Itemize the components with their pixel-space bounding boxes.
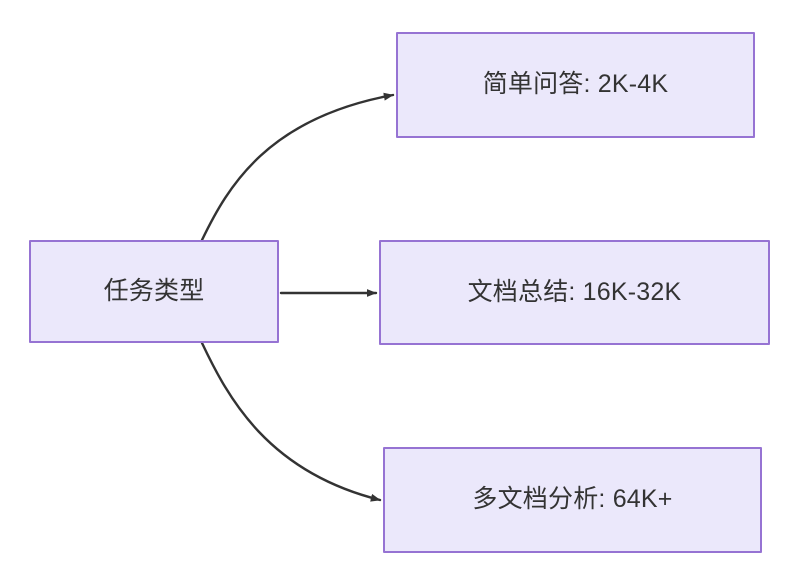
node-task-type-label: 任务类型 [103,276,205,305]
edge-root-to-multi [200,341,382,502]
node-multi-doc-analysis-label: 多文档分析: 64K+ [472,485,673,514]
node-simple-qa[interactable]: 简单问答: 2K-4K [396,32,755,138]
node-doc-summary-label: 文档总结: 16K-32K [467,277,682,306]
edge-root-to-qa [200,92,395,242]
node-doc-summary[interactable]: 文档总结: 16K-32K [379,240,770,345]
node-multi-doc-analysis[interactable]: 多文档分析: 64K+ [383,447,762,553]
node-simple-qa-label: 简单问答: 2K-4K [482,70,669,99]
node-task-type[interactable]: 任务类型 [29,240,279,343]
